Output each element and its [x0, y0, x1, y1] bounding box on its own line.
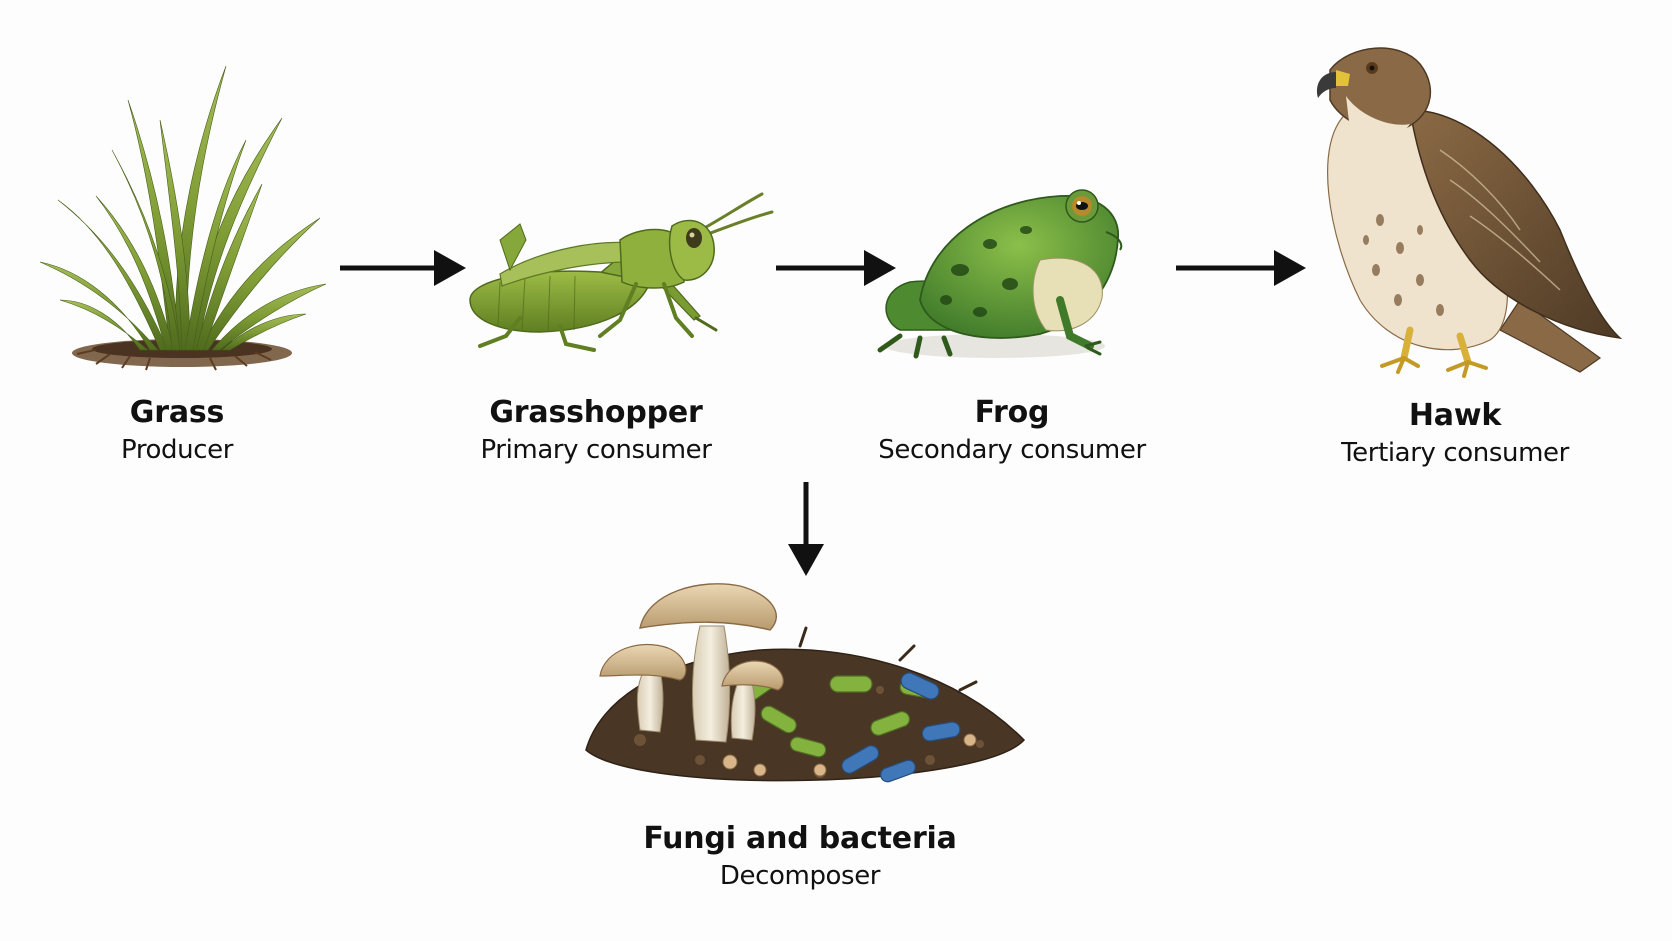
- label-grass: Grass Producer: [121, 394, 233, 468]
- trophic-role: Decomposer: [719, 861, 881, 891]
- trophic-role: Producer: [120, 435, 234, 465]
- arrow-grass-to-grasshopper: [340, 250, 466, 286]
- trophic-role: Tertiary consumer: [1341, 438, 1569, 468]
- arrow-grasshopper-to-frog: [776, 250, 896, 286]
- label-grasshopper: Grasshopper Primary consumer: [480, 394, 711, 468]
- organism-name: Hawk: [1408, 398, 1502, 433]
- frog-icon: [877, 189, 1123, 359]
- hawk-icon: [1316, 47, 1623, 378]
- organism-name: Fungi and bacteria: [643, 821, 957, 856]
- arrows: [340, 250, 1306, 576]
- trophic-role: Primary consumer: [480, 435, 712, 465]
- grasshopper-icon: [469, 192, 774, 352]
- organism-name: Grass: [129, 395, 225, 430]
- arrow-grasshopper-to-decomposers: [788, 482, 824, 576]
- fungi-bacteria-icon: [585, 583, 1026, 783]
- label-hawk: Hawk Tertiary consumer: [1341, 397, 1569, 471]
- grass-icon: [39, 65, 327, 371]
- label-frog: Frog Secondary consumer: [878, 394, 1146, 468]
- trophic-role: Secondary consumer: [878, 435, 1146, 465]
- arrow-frog-to-hawk: [1176, 250, 1306, 286]
- organism-name: Grasshopper: [489, 395, 703, 430]
- label-decomposers: Fungi and bacteria Decomposer: [643, 820, 957, 894]
- organism-name: Frog: [974, 395, 1050, 430]
